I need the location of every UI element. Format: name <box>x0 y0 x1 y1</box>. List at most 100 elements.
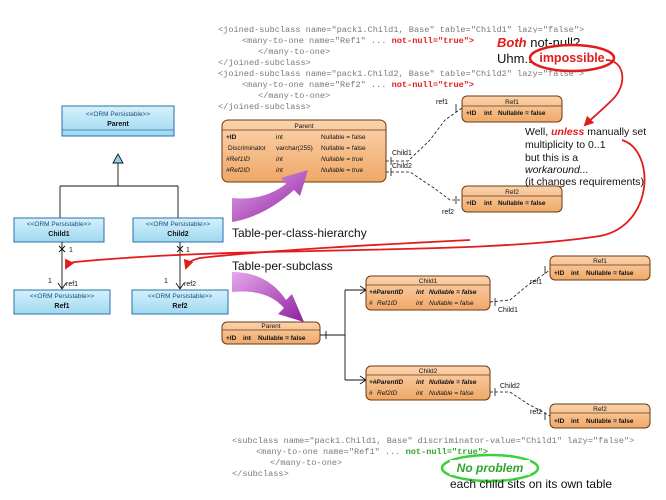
table-title: Ref1 <box>593 258 607 265</box>
label-table-per-hierarchy: Table-per-class-hierarchy <box>232 226 367 240</box>
impossible-ellipse <box>528 43 616 73</box>
column-nullable: Nullable = false <box>429 300 474 307</box>
code-line: <many-to-one name="Ref1" ... not-null="t… <box>256 447 488 457</box>
column-type: int <box>243 335 252 342</box>
column-nullable: Nullable = false <box>586 270 634 277</box>
uml-associations <box>57 242 185 290</box>
code-block-bottom: <subclass name="pack1.Child1, Base" disc… <box>232 436 634 479</box>
svg-text:but this is a: but this is a <box>525 152 578 164</box>
svg-text:Child1: Child1 <box>392 150 412 157</box>
column-nullable: Nullable = false <box>498 110 546 117</box>
column-key: # <box>369 300 373 307</box>
red-arrow-impossible-to-note <box>583 59 624 127</box>
table-title: Parent <box>261 323 280 330</box>
uml-class-name: Child2 <box>167 231 188 238</box>
annotation-impossible: impossible <box>539 51 604 65</box>
column-name: +ID <box>226 335 237 342</box>
uml-stereotype: <<ORM Persistable>> <box>27 221 92 228</box>
svg-text:ref1: ref1 <box>530 279 542 286</box>
purple-arrow-subclass <box>232 272 304 322</box>
column-name: Ref1ID <box>377 300 398 307</box>
svg-text:1: 1 <box>186 247 190 254</box>
column-type: int <box>571 270 580 277</box>
column-type: int <box>416 289 425 296</box>
annotation-no-problem: No problem <box>457 461 524 475</box>
column-type: varchar(255) <box>276 145 313 152</box>
column-name: +ID <box>226 134 237 141</box>
column-nullable: Nullable = true <box>321 156 363 163</box>
column-nullable: Nullable = false <box>258 335 306 342</box>
table-title: Ref2 <box>505 189 519 196</box>
column-type: int <box>276 134 283 141</box>
table-child2-subclass: Child2 +#ParentID int Nullable = false #… <box>365 365 491 401</box>
red-arrows <box>65 59 646 270</box>
subclass-connector-labels: ref1 Child1 Child2 ref2 <box>498 279 542 416</box>
svg-text:workaround...: workaround... <box>525 164 589 176</box>
code-line: </many-to-one> <box>270 458 342 468</box>
no-problem-ellipse <box>440 453 540 483</box>
code-line: </subclass> <box>232 469 289 479</box>
hierarchy-connector-labels: ref1 Child1 Child2 ref2 <box>392 99 454 216</box>
annotation-backdrop <box>450 460 530 475</box>
annotation-each-child: each child sits on its own table <box>450 477 612 491</box>
uml-class-parent: <<ORM Persistable>> Parent <box>61 105 175 137</box>
column-name: +#ParentID <box>369 289 403 296</box>
uml-association-labels: 1 1 ref1 1 1 ref2 <box>48 247 196 288</box>
column-type: int <box>416 300 424 307</box>
label-table-per-subclass: Table-per-subclass <box>232 259 333 273</box>
uml-class-child2: <<ORM Persistable>> Child2 <box>132 217 224 243</box>
uml-class-ref1: <<ORM Persistable>> Ref1 <box>13 289 111 315</box>
column-name: +ID <box>554 418 565 425</box>
code-line: </many-to-one> <box>258 47 330 57</box>
code-line: <subclass name="pack1.Child1, Base" disc… <box>232 436 634 446</box>
svg-text:ref1: ref1 <box>436 99 448 106</box>
table-child1-subclass: Child1 +#ParentID int Nullable = false #… <box>365 275 491 311</box>
column-name: +#ParentID <box>369 379 403 386</box>
svg-text:multiplicity to 0..1: multiplicity to 0..1 <box>525 139 606 151</box>
svg-text:1: 1 <box>164 278 168 285</box>
table-parent-hierarchy: Parent +ID int Nullable = false Discrimi… <box>221 119 387 183</box>
column-name: Ref2ID <box>377 390 398 397</box>
table-parent-subclass: Parent +ID int Nullable = false <box>221 321 321 345</box>
column-nullable: Nullable = false <box>321 134 366 141</box>
column-type: int <box>416 379 425 386</box>
uml-class-name: Child1 <box>48 231 69 238</box>
table-ref1-subclass: Ref1 +ID int Nullable = false <box>549 255 651 281</box>
column-key: # <box>369 390 373 397</box>
code-line: <joined-subclass name="pack1.Child1, Bas… <box>218 25 584 35</box>
red-arrow-to-ref1-association <box>65 139 646 270</box>
uml-class-name: Ref1 <box>54 303 69 310</box>
column-type: int <box>571 418 580 425</box>
code-line: <many-to-one name="Ref2" ... not-null="t… <box>242 80 474 90</box>
column-name: +ID <box>466 200 477 207</box>
subclass-connectors <box>489 269 551 417</box>
column-name: Discriminator <box>228 145 267 152</box>
svg-text:ref2: ref2 <box>442 209 454 216</box>
svg-text:Child2: Child2 <box>392 163 412 170</box>
code-block-top: <joined-subclass name="pack1.Child1, Bas… <box>218 25 584 112</box>
uml-stereotype: <<ORM Persistable>> <box>146 221 211 228</box>
purple-arrow-hierarchy <box>232 170 308 222</box>
uml-class-ref2: <<ORM Persistable>> Ref2 <box>131 289 229 315</box>
code-line: <many-to-one name="Ref1" ... not-null="t… <box>242 36 474 46</box>
code-line: </joined-subclass> <box>218 102 311 112</box>
column-nullable: Nullable = false <box>429 390 474 397</box>
svg-text:Well, unless manually set: Well, unless manually set <box>525 126 646 138</box>
column-type: int <box>276 167 284 174</box>
column-nullable: Nullable = true <box>321 167 363 174</box>
column-nullable: Nullable = false <box>586 418 634 425</box>
uml-inheritance <box>59 153 179 218</box>
svg-text:1: 1 <box>69 247 73 254</box>
table-title: Ref2 <box>593 406 607 413</box>
table-ref2-subclass: Ref2 +ID int Nullable = false <box>549 403 651 429</box>
svg-text:Child2: Child2 <box>500 383 520 390</box>
table-ref2-hierarchy: Ref2 +ID int Nullable = false <box>461 185 563 213</box>
svg-text:ref2: ref2 <box>530 409 542 416</box>
column-nullable: Nullable = false <box>498 200 546 207</box>
column-name: #Ref2ID <box>226 167 250 174</box>
svg-text:(it changes requirements): (it changes requirements) <box>525 176 644 188</box>
subclass-connector-ends <box>494 266 546 420</box>
uml-stereotype: <<ORM Persistable>> <box>86 111 151 118</box>
column-type: int <box>484 110 493 117</box>
